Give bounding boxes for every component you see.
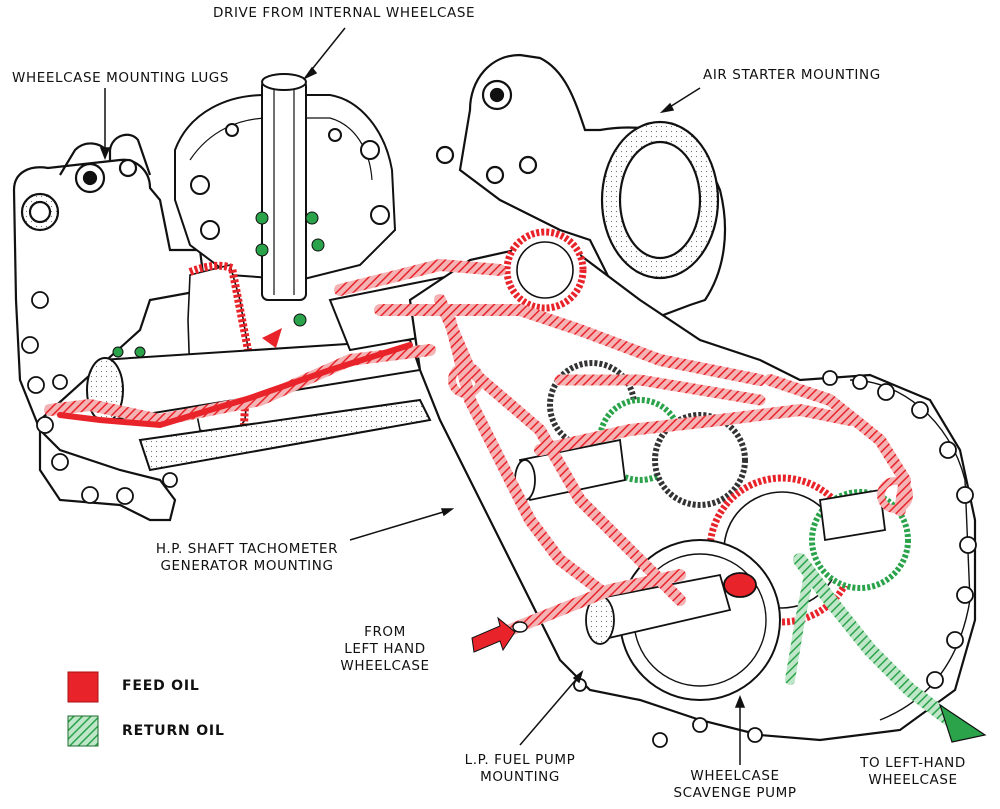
label-air-starter-mounting: AIR STARTER MOUNTING <box>703 67 881 83</box>
label-drive-from-internal-wheelcase: DRIVE FROM INTERNAL WHEELCASE <box>213 5 476 21</box>
legend-return-oil-label: RETURN OIL <box>122 723 225 739</box>
feed-oil-arrow <box>471 616 516 653</box>
return-oil-passage <box>785 553 957 727</box>
air-starter-mounting <box>435 53 727 322</box>
from-line-3: WHEELCASE <box>340 658 430 674</box>
gear-shafts <box>514 438 887 645</box>
legend-swatches <box>67 671 99 747</box>
to-line-2: WHEELCASE <box>868 772 958 788</box>
from-line-1: FROM <box>364 624 406 640</box>
lp-line-1: L.P. FUEL PUMP <box>464 752 576 768</box>
label-wheelcase-scavenge-pump: WHEELCASE SCAVENGE PUMP <box>660 768 810 802</box>
tacho-line-1: H.P. SHAFT TACHOMETER <box>155 541 339 557</box>
legend-feed-oil-label: FEED OIL <box>122 678 200 694</box>
leader-lines <box>99 27 746 765</box>
return-oil-arrow <box>938 703 987 743</box>
left-housing <box>12 133 207 522</box>
right-housing-bolts <box>573 370 977 748</box>
feed-oil-core <box>57 328 413 429</box>
label-hp-shaft-tachometer: H.P. SHAFT TACHOMETER GENERATOR MOUNTING <box>142 541 352 575</box>
bevel-gearbox <box>174 73 397 301</box>
label-to-left-hand-wheelcase: TO LEFT-HAND WHEELCASE <box>838 755 988 789</box>
label-lp-fuel-pump-mounting: L.P. FUEL PUMP MOUNTING <box>455 752 585 786</box>
lp-line-2: MOUNTING <box>480 769 560 785</box>
label-wheelcase-mounting-lugs: WHEELCASE MOUNTING LUGS <box>12 70 230 86</box>
label-from-left-hand-wheelcase: FROM LEFT HAND WHEELCASE <box>330 624 440 675</box>
to-line-1: TO LEFT-HAND <box>860 755 966 771</box>
tacho-line-2: GENERATOR MOUNTING <box>160 558 334 574</box>
scav-line-1: WHEELCASE <box>690 768 780 784</box>
scav-line-2: SCAVENGE PUMP <box>673 785 797 801</box>
from-line-2: LEFT HAND <box>344 641 426 657</box>
